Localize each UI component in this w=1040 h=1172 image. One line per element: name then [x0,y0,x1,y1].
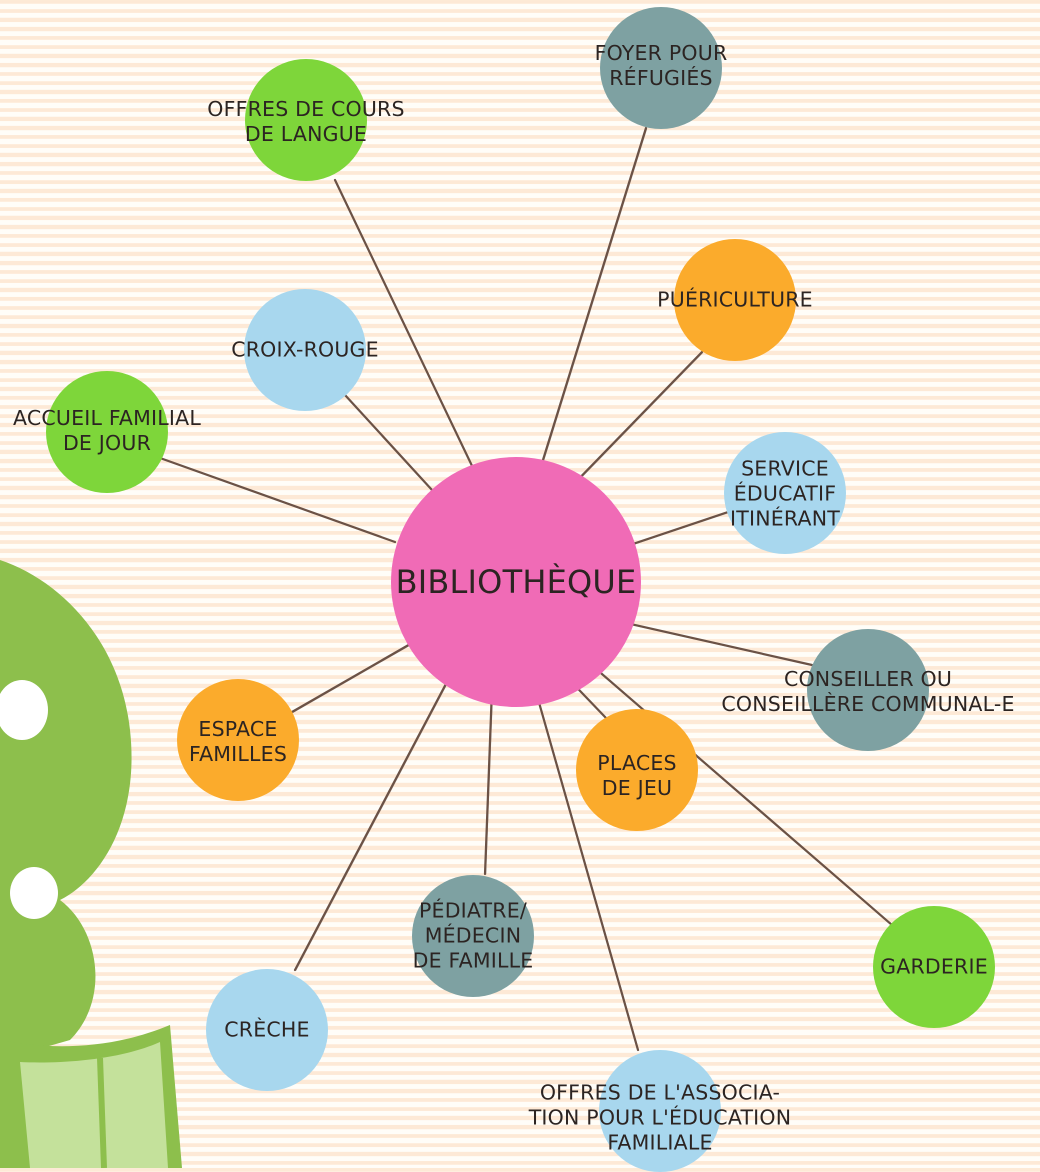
edge-foyer [536,126,648,478]
node-label-service-educatif: SERVICE ÉDUCATIF ITINÉRANT [730,456,840,531]
edge-texture-garderie [580,655,894,926]
node-label-accueil: ACCUEIL FAMILIAL DE JOUR [12,406,202,455]
node-circle-association [599,1050,721,1172]
edge-texture-creche [295,680,450,971]
edge-association [532,683,640,1052]
edge-texture-pediatre [485,688,494,875]
node-circle-garderie [873,906,995,1028]
node-circle-creche [206,969,328,1091]
node-circle-accueil [46,371,168,493]
edge-langue [333,178,476,472]
node-circle-foyer [600,7,722,129]
edge-texture-association [534,685,640,1051]
edge-texture-langue [335,180,476,471]
mascot-eye-lower [10,867,58,919]
node-circle-conseiller [807,629,929,751]
node-circle-langue [245,59,367,181]
edge-puericulture [564,350,704,494]
edge-texture-espace-familles [292,643,413,713]
edge-texture-conseiller [604,618,813,666]
center-node-label: BIBLIOTHÈQUE [395,563,637,601]
node-label-places-jeu: PLACES DE JEU [597,751,677,800]
node-circle-service-educatif [724,432,846,554]
node-circle-croix-rouge [244,289,366,411]
edge-espace-familles [290,641,414,714]
edge-texture-accueil [160,458,396,543]
node-circle-espace-familles [177,679,299,801]
node-label-langue: OFFRES DE COURS DE LANGUE [207,97,405,146]
edge-conseiller [602,616,814,667]
mascot-eye-upper [0,680,48,740]
node-label-garderie: GARDERIE [880,954,988,979]
book-page [20,1042,168,1168]
edge-texture-puericulture [566,352,704,493]
edge-creche [293,678,450,972]
node-label-espace-familles: ESPACE FAMILLES [188,717,288,766]
node-label-foyer: FOYER POUR RÉFUGIÉS [594,41,728,90]
edge-texture-croix-rouge [345,395,434,491]
node-label-pediatre: PÉDIATRE/ MÉDECIN DE FAMILLE [412,898,534,973]
center-node-circle [391,457,641,707]
node-label-croix-rouge: CROIX-ROUGE [231,337,379,362]
node-label-creche: CRÈCHE [224,1017,310,1042]
node-label-puericulture: PUÉRICULTURE [657,287,813,312]
book-spine [97,1057,107,1168]
edge-pediatre [483,686,494,876]
node-label-conseiller: CONSEILLER OU CONSEILLÈRE COMMUNAL-E [721,667,1015,716]
node-circle-puericulture [674,239,796,361]
node-circle-pediatre [412,875,534,997]
edge-texture-foyer [538,128,648,477]
node-circle-places-jeu [576,709,698,831]
node-label-association: OFFRES DE L'ASSOCIA- TION POUR L'ÉDUCATI… [528,1080,792,1155]
